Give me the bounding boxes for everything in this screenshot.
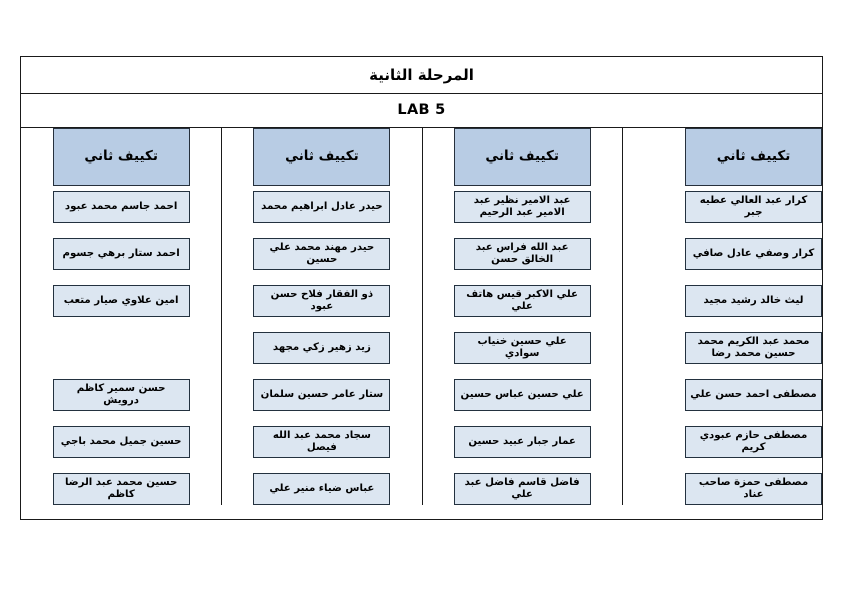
student-cell: احمد ستار برهي جسوم [52,238,190,270]
student-cell: حسين جميل محمد باجي [52,426,190,458]
student-cell: كرار وصفي عادل صافي [685,238,822,270]
student-cell: علي حسين خنياب سوادي [453,332,591,364]
student-cell: مصطفى احمد حسن علي [685,379,822,411]
student-name: حسين جميل محمد باجي [60,435,182,447]
student-cell: احمد جاسم محمد عبود [52,191,190,223]
group-column-4: تكييف ثاني احمد جاسم محمد عبود احمد ستار… [21,128,221,505]
student-name: احمد ستار برهي جسوم [62,247,180,259]
student-cell: ليث خالد رشيد مجيد [685,285,822,317]
group-header-label: تكييف ثاني [716,148,791,165]
student-name: محمد عبد الكريم محمد حسين محمد رضا [697,335,810,359]
group-header-label: تكييف ثاني [285,148,359,165]
student-cell: زيد زهير زكي مجهد [253,332,391,364]
group-header-label: تكييف ثاني [485,148,559,165]
group-column-3: تكييف ثاني حيدر عادل ابراهيم محمد حيدر م… [221,128,421,505]
student-name: كرار وصفي عادل صافي [692,247,815,259]
student-name: عبد الله فراس عبد الخالق حسن [475,241,569,265]
student-cell: فاضل قاسم فاضل عبد علي [453,473,591,505]
student-name: عبد الامير نظير عبد الامير عبد الرحيم [473,194,571,218]
student-name: ستار عامر حسين سلمان [260,388,384,400]
student-name: ليث خالد رشيد مجيد [703,294,804,306]
student-name: حسين محمد عبد الرضا كاظم [64,476,178,500]
lab-title-row: LAB 5 [21,94,822,128]
student-name: علي حسين خنياب سوادي [477,335,567,359]
student-name: كرار عبد العالي عطيه جبر [699,194,808,218]
group-header-3: تكييف ثاني [253,128,391,186]
group-header-label: تكييف ثاني [84,148,158,165]
page-title: المرحلة الثانية [369,65,474,84]
lab-subtitle: LAB 5 [397,102,446,119]
student-name: مصطفى احمد حسن علي [690,388,817,400]
student-cell: مصطفى حازم عبودي كريم [685,426,822,458]
student-cell: كرار عبد العالي عطيه جبر [685,191,822,223]
student-cell: عبد الله فراس عبد الخالق حسن [453,238,591,270]
student-cell: عبد الامير نظير عبد الامير عبد الرحيم [453,191,591,223]
student-name: عمار جبار عبيد حسين [468,435,576,447]
student-name: فاضل قاسم فاضل عبد علي [464,476,580,500]
student-name: حيدر عادل ابراهيم محمد [261,200,383,212]
group-column-1: تكييف ثاني كرار عبد العالي عطيه جبر كرار… [621,128,822,505]
student-name: علي حسين عباس حسين [460,388,584,400]
student-cell: امين علاوي صيار متعب [52,285,190,317]
schedule-sheet: المرحلة الثانية LAB 5 تكييف ثاني كرار عب… [20,56,823,520]
student-name: زيد زهير زكي مجهد [272,341,371,353]
student-name: سجاد محمد عبد الله فيصل [272,429,371,453]
student-name: عباس ضياء منير علي [269,482,375,494]
student-name: علي الاكبر قيس هاتف علي [466,288,578,312]
student-cell: ستار عامر حسين سلمان [253,379,391,411]
columns-container: تكييف ثاني كرار عبد العالي عطيه جبر كرار… [21,128,822,519]
student-name: امين علاوي صيار متعب [63,294,179,306]
student-cell-empty [53,332,190,364]
student-name: مصطفى حمزة صاحب عناد [698,476,809,500]
student-cell: ذو الفقار فلاح حسن عبود [253,285,391,317]
student-cell: حسين محمد عبد الرضا كاظم [52,473,190,505]
student-cell: حيدر عادل ابراهيم محمد [253,191,391,223]
student-cell: علي حسين عباس حسين [453,379,591,411]
student-cell: حسن سمير كاظم درويش [52,379,190,411]
student-name: مصطفى حازم عبودي كريم [699,429,808,453]
group-column-2: تكييف ثاني عبد الامير نظير عبد الامير عب… [421,128,622,505]
group-header-4: تكييف ثاني [52,128,190,186]
group-header-1: تكييف ثاني [685,128,822,186]
student-name: احمد جاسم محمد عبود [64,200,178,212]
student-cell: عمار جبار عبيد حسين [453,426,591,458]
student-cell: علي الاكبر قيس هاتف علي [453,285,591,317]
student-cell: محمد عبد الكريم محمد حسين محمد رضا [685,332,822,364]
group-header-2: تكييف ثاني [453,128,591,186]
student-cell: مصطفى حمزة صاحب عناد [685,473,822,505]
student-name: حسن سمير كاظم درويش [76,382,166,406]
student-cell: حيدر مهند محمد علي حسين [253,238,391,270]
student-name: حيدر مهند محمد علي حسين [269,241,375,265]
stage-title-row: المرحلة الثانية [21,57,822,94]
student-cell: سجاد محمد عبد الله فيصل [253,426,391,458]
student-cell: عباس ضياء منير علي [253,473,391,505]
student-name: ذو الفقار فلاح حسن عبود [270,288,374,312]
